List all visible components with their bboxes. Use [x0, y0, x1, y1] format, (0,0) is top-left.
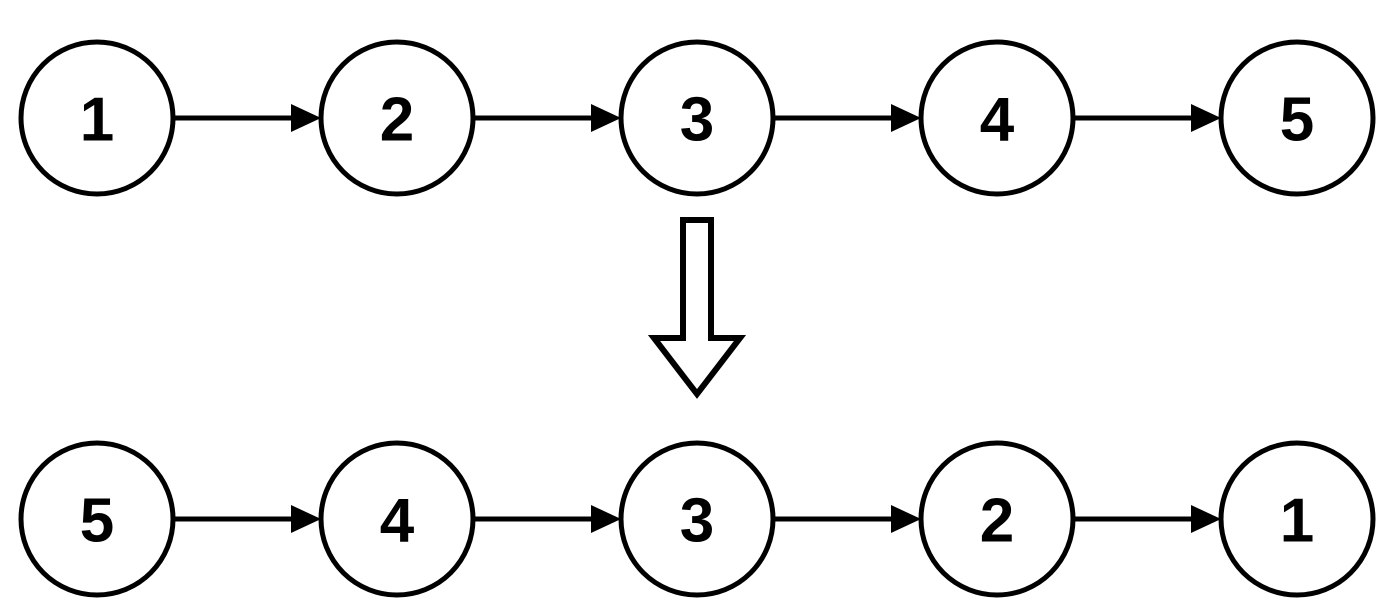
list-node-circle — [918, 440, 1076, 598]
node-value-label: 1 — [80, 86, 114, 155]
list-node-circle — [618, 39, 776, 197]
next-pointer-arrowhead-icon — [591, 505, 621, 533]
node-value-label: 3 — [680, 86, 714, 155]
down-arrow-icon — [647, 217, 747, 399]
list-node-circle — [318, 39, 476, 197]
list-node-circle — [618, 440, 776, 598]
node-value-label: 5 — [1280, 86, 1314, 155]
next-pointer-arrowhead-icon — [291, 505, 321, 533]
reversed-list: 5 4 3 2 1 — [18, 440, 1376, 598]
node-value-label: 4 — [380, 487, 415, 556]
node-value-label: 5 — [80, 487, 114, 556]
list-node-circle — [18, 39, 176, 197]
list-node-circle — [1218, 39, 1376, 197]
node-value-label: 2 — [380, 86, 414, 155]
node-value-label: 1 — [1280, 487, 1314, 556]
next-pointer-arrowhead-icon — [291, 104, 321, 132]
list-node-circle — [918, 39, 1076, 197]
next-pointer-arrowhead-icon — [591, 104, 621, 132]
node-value-label: 3 — [680, 487, 714, 556]
list-node-circle — [318, 440, 476, 598]
list-node-circle — [1218, 440, 1376, 598]
next-pointer-arrowhead-icon — [891, 505, 921, 533]
next-pointer-arrowhead-icon — [891, 104, 921, 132]
node-value-label: 4 — [980, 86, 1015, 155]
original-list: 1 2 3 4 5 — [18, 39, 1376, 197]
next-pointer-arrowhead-icon — [1191, 505, 1221, 533]
next-pointer-arrowhead-icon — [1191, 104, 1221, 132]
list-node-circle — [18, 440, 176, 598]
node-value-label: 2 — [980, 487, 1014, 556]
